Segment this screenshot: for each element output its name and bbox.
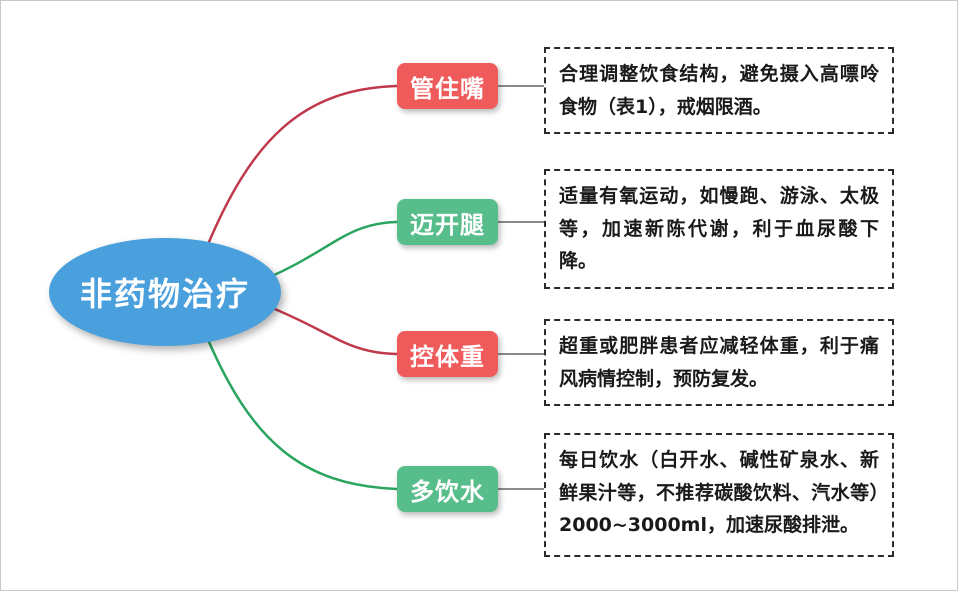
description-box-watch-diet: 合理调整饮食结构，避免摄入高嘌呤食物（表1），戒烟限酒。: [544, 47, 894, 135]
branch-node-watch-diet: 管住嘴: [397, 63, 498, 109]
description-box-drink-water: 每日饮水（白开水、碱性矿泉水、新鲜果汁等，不推荐碳酸饮料、汽水等）2000~30…: [544, 433, 894, 557]
description-box-exercise: 适量有氧运动，如慢跑、游泳、太极等，加速新陈代谢，利于血尿酸下降。: [544, 169, 894, 290]
edge-root-to-branch-2: [264, 220, 398, 281]
edge-root-to-branch-1: [204, 84, 398, 250]
edge-root-to-branch-3: [264, 303, 398, 356]
root-node-non-drug-treatment: 非药物治疗: [49, 238, 281, 346]
branch-node-label: 迈开腿: [410, 210, 485, 239]
root-node-label: 非药物治疗: [79, 275, 250, 313]
edge-root-to-branch-4: [204, 334, 398, 491]
branch-node-control-weight: 控体重: [397, 331, 498, 377]
description-text: 适量有氧运动，如慢跑、游泳、太极等，加速新陈代谢，利于血尿酸下降。: [559, 185, 879, 273]
branch-node-drink-water: 多饮水: [397, 466, 498, 512]
description-text: 超重或肥胖患者应减轻体重，利于痛风病情控制，预防复发。: [559, 335, 879, 390]
description-text: 合理调整饮食结构，避免摄入高嘌呤食物（表1），戒烟限酒。: [559, 63, 879, 118]
branch-node-exercise: 迈开腿: [397, 199, 498, 245]
description-text: 每日饮水（白开水、碱性矿泉水、新鲜果汁等，不推荐碳酸饮料、汽水等）2000~30…: [559, 449, 879, 537]
description-box-control-weight: 超重或肥胖患者应减轻体重，利于痛风病情控制，预防复发。: [544, 319, 894, 407]
branch-node-label: 管住嘴: [410, 74, 485, 103]
branch-node-label: 控体重: [410, 342, 485, 371]
branch-node-label: 多饮水: [410, 477, 485, 506]
